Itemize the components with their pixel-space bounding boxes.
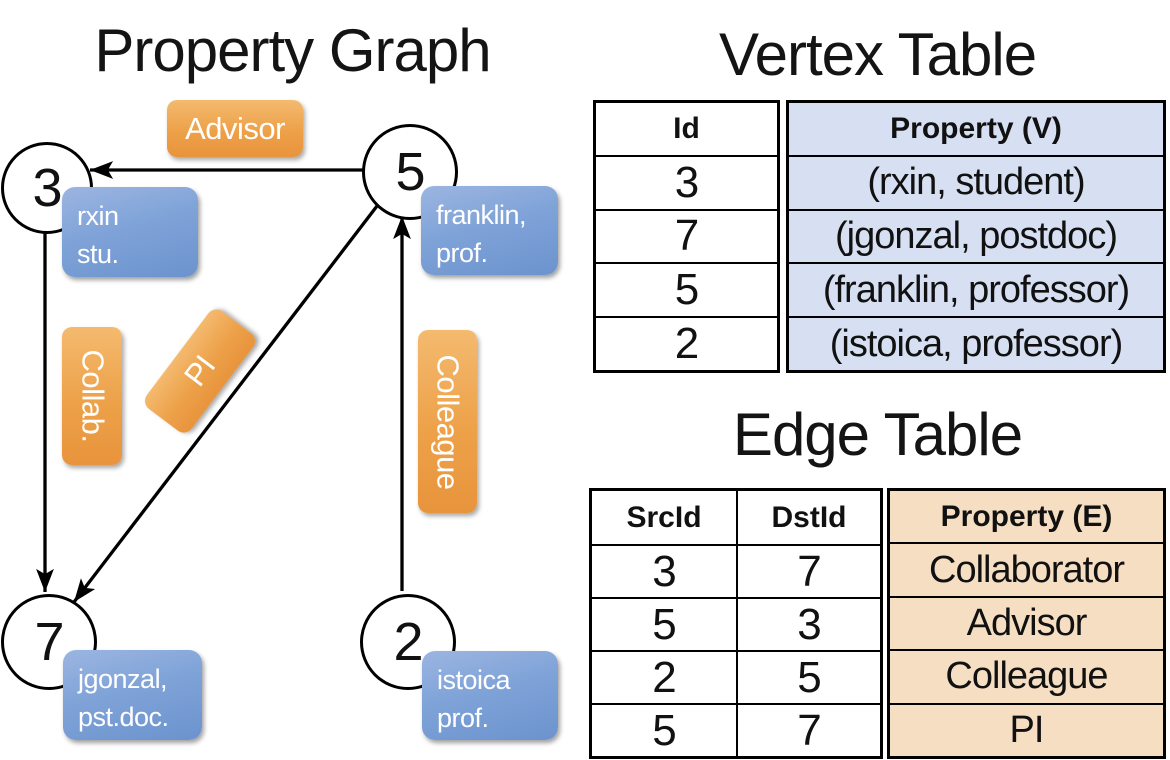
vertex-property-line: prof. [437,703,489,733]
node-id-label: 7 [34,612,64,672]
edge-srcid-cell: 2 [592,650,736,703]
edge-table-title: Edge Table [732,401,1023,468]
vertex-table-id-column: Id 3 7 5 2 [593,100,780,373]
edge-property-cell: Collaborator [890,542,1163,596]
vertex-property-line: rxin [77,201,119,231]
edge-dstid-cell: 7 [736,544,880,597]
edge-label-text: Colleague [430,353,466,490]
edge-srcid-cell: 3 [592,544,736,597]
edge-label-colleague: Colleague [418,330,477,513]
edge-dstid-cell: 7 [736,703,880,756]
edge-label-collab: Collab. [62,327,122,465]
edge-dstid-header-cell: DstId [736,491,880,544]
vertex-table-title: Vertex Table [718,21,1037,88]
edge-label-text: PI [177,348,223,393]
graph-node-2: 2 [360,594,456,690]
edge-property-cell: PI [890,702,1163,757]
graph-edges-layer [36,161,411,604]
edge-property-cell: Advisor [890,595,1163,650]
vertex-property-box-istoica: istoica prof. [422,651,558,740]
vertex-id-cell: 5 [596,262,777,316]
property-graph-title: Property Graph [94,17,491,84]
vertex-property-line: franklin, [436,200,527,230]
edge-label-advisor: Advisor [167,100,303,157]
edge-srcid-cell: 5 [592,703,736,756]
vertex-table-property-column: Property (V) (rxin, student) (jgonzal, p… [786,100,1166,373]
edge-srcid-header-cell: SrcId [626,500,702,534]
edge-srcid-cell: 5 [592,597,736,650]
node-id-label: 3 [32,158,62,218]
vertex-property-line: istoica [437,665,511,695]
vertex-property-box-jgonzal: jgonzal, pst.doc. [63,650,202,740]
vertex-property-box-rxin: rxin stu. [62,187,198,277]
vertex-property-line: prof. [436,238,488,268]
node-id-label: 5 [395,142,425,202]
vertex-property-line: jgonzal, [78,664,168,694]
edge-dstid-cell: 3 [736,597,880,650]
edge-table-property-column: Property (E) Collaborator Advisor Collea… [887,488,1166,759]
vertex-id-header-cell: Id [673,111,700,145]
node-id-label: 2 [393,612,423,672]
vertex-property-cell: (jgonzal, postdoc) [789,208,1163,263]
vertex-property-cell: (istoica, professor) [789,316,1163,370]
edge-label-text: Collab. [75,349,110,443]
vertex-property-cell: (rxin, student) [789,154,1163,209]
edge-label-text: Advisor [185,110,285,146]
edge-dstid-cell: 5 [736,650,880,703]
edge-property-header-cell: Property (E) [890,491,1163,543]
vertex-property-box-franklin: franklin, prof. [421,186,558,275]
vertex-property-header-cell: Property (V) [789,103,1163,155]
vertex-id-cell: 2 [596,316,777,370]
vertex-property-cell: (franklin, professor) [789,262,1163,317]
edge-table-id-columns: SrcId DstId 3 7 5 3 2 5 5 7 [589,488,883,759]
vertex-property-line: stu. [77,239,119,269]
vertex-property-line: pst.doc. [78,702,169,732]
edge-pi-line [72,204,379,604]
vertex-id-cell: 7 [596,208,777,263]
edge-property-cell: Colleague [890,649,1163,703]
vertex-id-cell: 3 [596,154,777,209]
